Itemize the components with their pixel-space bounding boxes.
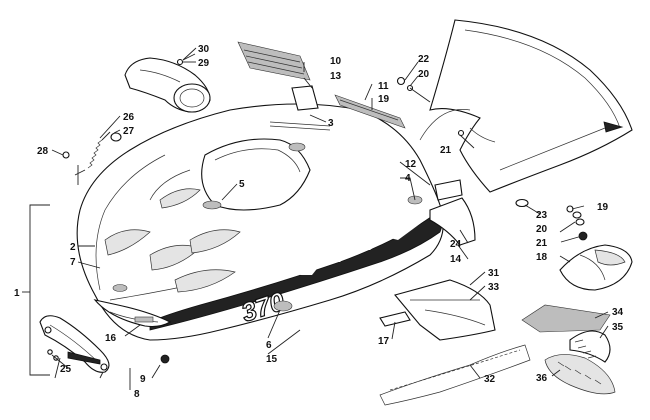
callout-19-side: 19 — [597, 202, 609, 213]
callout-34: 34 — [612, 307, 624, 318]
callout-26: 26 — [123, 112, 135, 123]
side-deflector — [559, 244, 633, 291]
callout-17: 17 — [378, 336, 390, 347]
callout-32: 32 — [484, 374, 496, 385]
callout-labels: 1 2 3 4 5 6 7 8 9 10 11 12 13 14 15 16 1… — [14, 44, 624, 400]
callout-31: 31 — [488, 268, 500, 279]
hood-spring — [62, 131, 122, 185]
vent-decal — [291, 85, 319, 111]
callout-29: 29 — [198, 58, 210, 69]
callout-15: 15 — [266, 354, 278, 365]
lower-deflector-34 — [521, 304, 611, 333]
callout-18: 18 — [536, 252, 548, 263]
callout-4: 4 — [405, 173, 411, 184]
callout-5: 5 — [239, 179, 245, 190]
callout-12: 12 — [405, 159, 417, 170]
windshield-trim-decal — [334, 94, 406, 129]
air-intake — [124, 53, 211, 113]
nose-trim — [93, 299, 172, 328]
callout-9: 9 — [140, 374, 146, 385]
callout-1: 1 — [14, 288, 20, 299]
callout-27: 27 — [123, 126, 135, 137]
belly-pan — [379, 279, 531, 406]
callout-8: 8 — [134, 389, 140, 400]
windshield — [419, 19, 633, 193]
lower-deflector-36 — [544, 354, 616, 395]
callout-6: 6 — [266, 340, 272, 351]
front-bumper — [39, 315, 110, 373]
hood — [76, 103, 444, 341]
side-vent-decal — [434, 179, 463, 201]
callout-21-side: 21 — [536, 238, 548, 249]
callout-22: 22 — [418, 54, 430, 65]
callout-21-top: 21 — [440, 145, 452, 156]
callout-7: 7 — [70, 257, 76, 268]
callout-24: 24 — [450, 239, 462, 250]
callout-19-top: 19 — [378, 94, 390, 105]
callout-11: 11 — [378, 81, 389, 92]
callout-30: 30 — [198, 44, 210, 55]
leader-lines — [22, 47, 609, 390]
group-bracket — [29, 204, 50, 376]
callout-2: 2 — [70, 242, 76, 253]
hood-side-decal: 370 — [149, 211, 443, 331]
callout-35: 35 — [612, 322, 624, 333]
callout-36: 36 — [536, 373, 548, 384]
lower-deflector-35 — [569, 330, 611, 363]
side-mount-hardware — [566, 205, 588, 241]
callout-13: 13 — [330, 71, 342, 82]
callout-20-top: 20 — [418, 69, 430, 80]
callout-14: 14 — [450, 254, 462, 265]
callout-33: 33 — [488, 282, 500, 293]
callout-3: 3 — [328, 118, 334, 129]
callout-25: 25 — [60, 364, 72, 375]
callout-23: 23 — [536, 210, 548, 221]
callout-20-side: 20 — [536, 224, 548, 235]
callout-10: 10 — [330, 56, 342, 67]
callout-28: 28 — [37, 146, 49, 157]
callout-16: 16 — [105, 333, 117, 344]
screw-9 — [160, 354, 170, 364]
top-decal-strip — [237, 41, 311, 81]
